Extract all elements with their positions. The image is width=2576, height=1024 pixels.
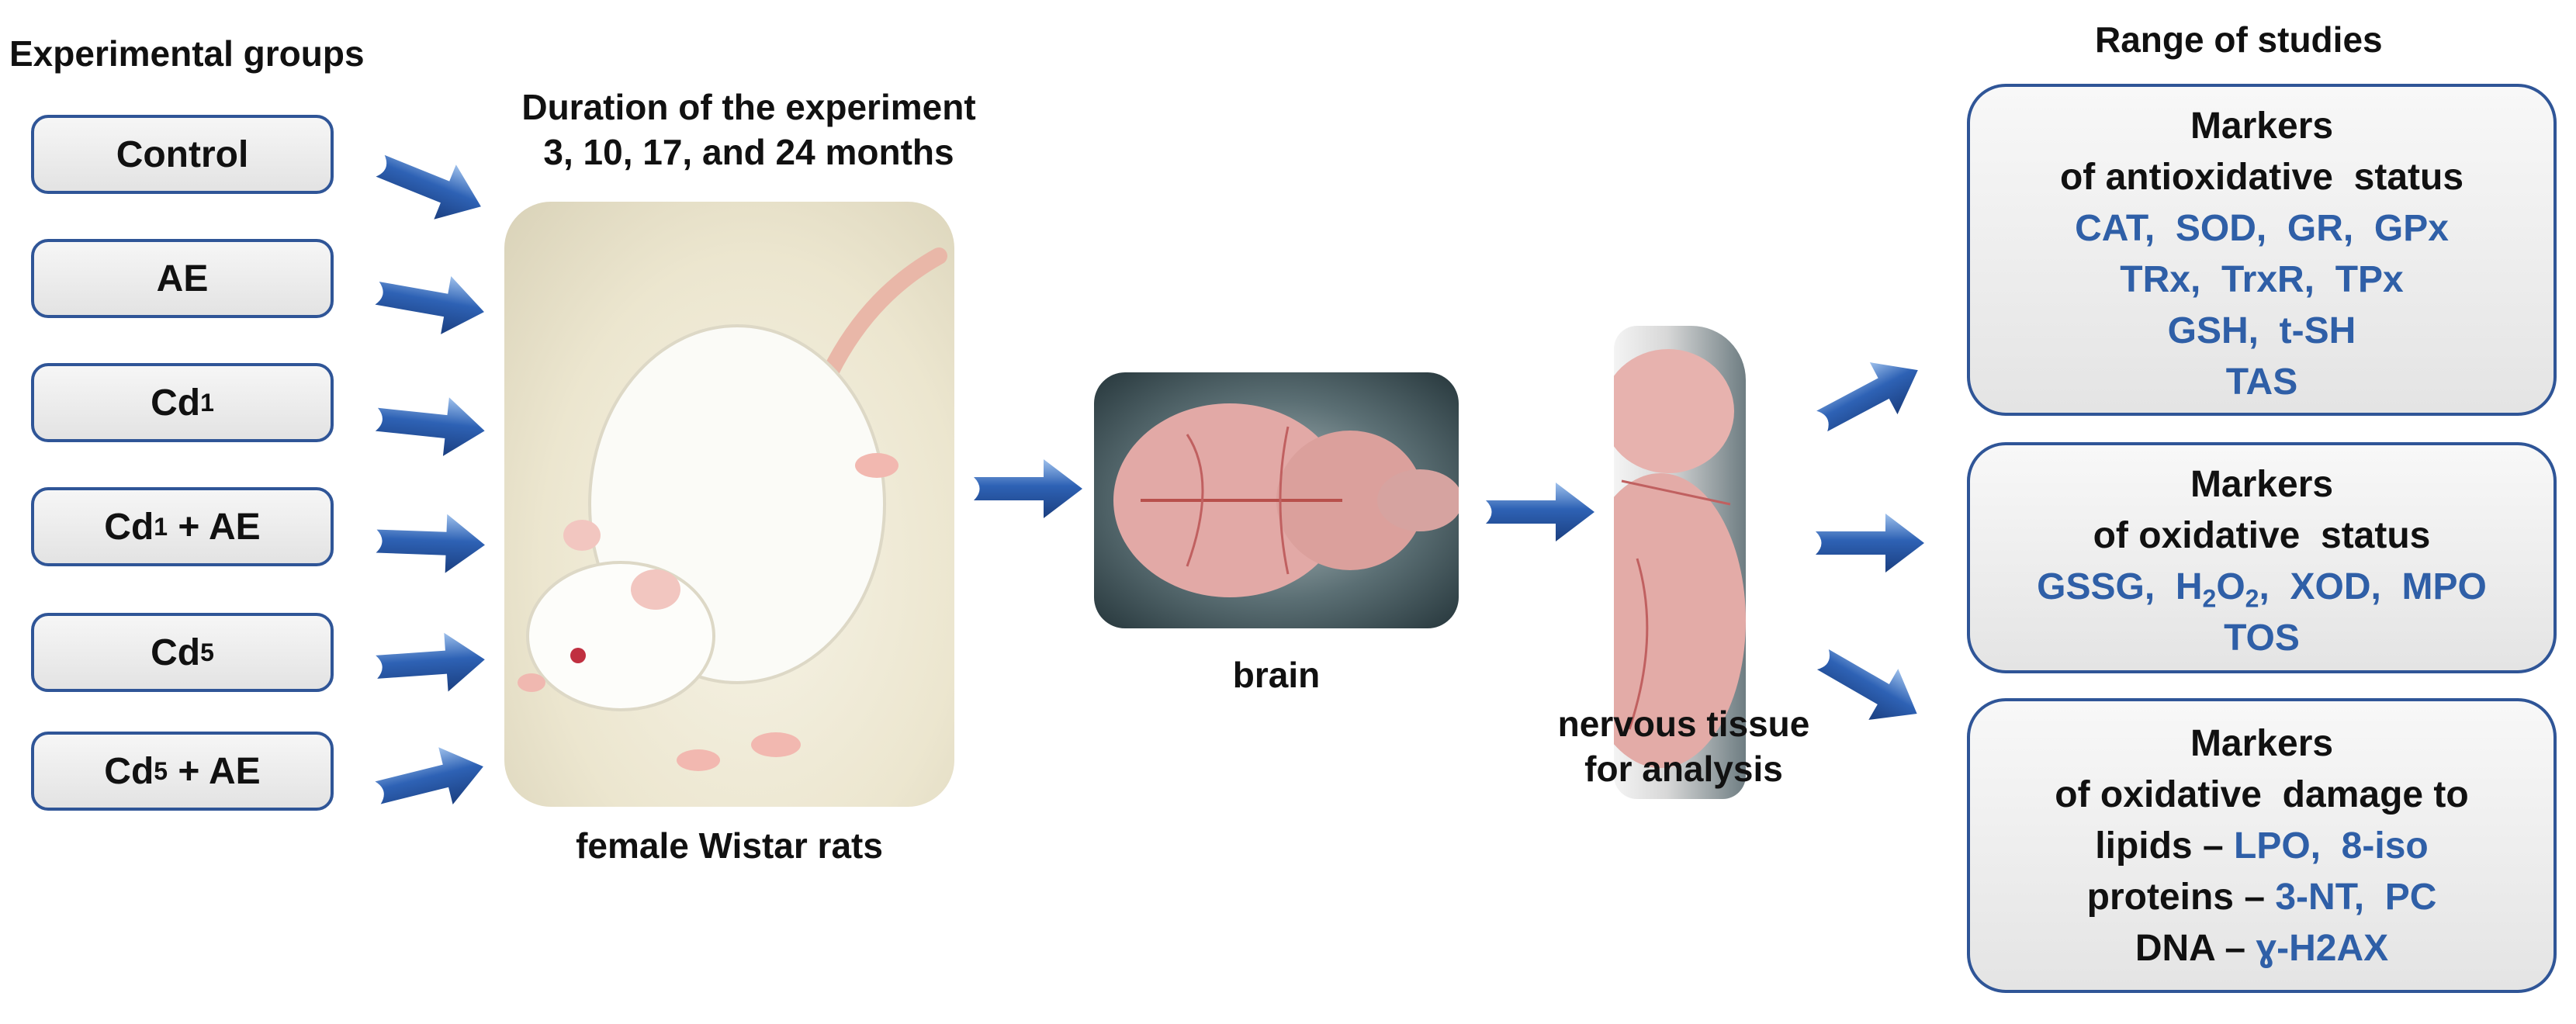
arrow-icon: [375, 397, 485, 456]
marker-text: , XOD, MPO: [2259, 566, 2487, 607]
group-label: Cd: [151, 382, 201, 424]
group-suffix: + AE: [168, 750, 261, 792]
marker-text: GSSG, H: [2037, 566, 2203, 607]
arrow-icon: [376, 632, 485, 692]
proteins-markers: 3-NT, PC: [2275, 877, 2437, 918]
group-label: Cd: [151, 631, 201, 673]
dna-line: DNA – ɣ-H2AX: [1970, 923, 2553, 974]
rat-photo: [504, 202, 954, 807]
duration-line-1: Duration of the experiment: [521, 87, 976, 127]
antioxidative-status-box: Markers of antioxidative status CAT, SOD…: [1967, 84, 2557, 416]
arrow-icon: [376, 514, 485, 573]
dna-markers: ɣ-H2AX: [2256, 928, 2389, 969]
marker-line: TAS: [2225, 362, 2298, 403]
marker-line: TOS: [2224, 618, 2300, 659]
rat-label: female Wistar rats: [576, 825, 883, 866]
experimental-groups-heading: Experimental groups: [9, 33, 365, 74]
marker-line: GSSG, H2O2, XOD, MPO: [1970, 562, 2553, 613]
arrow-icon: [1816, 362, 1918, 432]
arrow-icon: [974, 459, 1082, 518]
brain-photo: [1094, 372, 1459, 628]
tissue-label: nervous tissue for analysis: [1490, 702, 1878, 791]
range-of-studies-heading: Range of studies: [2095, 19, 2383, 60]
box-title-line-2: of oxidative status: [2093, 515, 2431, 556]
group-subscript: 1: [200, 388, 214, 417]
lipids-line: lipids – LPO, 8-iso: [1970, 821, 2553, 872]
brain-label: brain: [1232, 655, 1321, 695]
nervous-tissue-photo: [1614, 326, 1746, 799]
arrow-icon: [375, 747, 483, 805]
rat-illustration: [518, 247, 947, 771]
tissue-illustration: [1614, 349, 1746, 768]
dna-label: DNA –: [2135, 928, 2256, 969]
group-label: Cd: [104, 750, 154, 792]
lipids-label: lipids –: [2095, 825, 2234, 867]
oxidative-damage-box: Markers of oxidative damage to lipids – …: [1967, 698, 2557, 993]
group-label: AE: [156, 258, 209, 299]
group-control: Control: [31, 115, 334, 194]
arrow-icon: [1816, 649, 1917, 720]
duration-line-2: 3, 10, 17, and 24 months: [543, 131, 954, 172]
box-title-line-1: Markers: [2190, 723, 2334, 764]
arrow-icon: [1486, 483, 1594, 541]
group-label: Control: [116, 133, 249, 175]
box-title-line-1: Markers: [2190, 464, 2334, 505]
marker-text: O: [2216, 566, 2245, 607]
group-subscript: 5: [154, 756, 168, 785]
tissue-label-line-1: nervous tissue: [1557, 704, 1810, 744]
box-title-line-2: of oxidative damage to: [2055, 774, 2469, 815]
proteins-line: proteins – 3-NT, PC: [1970, 872, 2553, 923]
marker-line: CAT, SOD, GR, GPx: [2075, 208, 2449, 249]
oxidative-status-box: Markers of oxidative status GSSG, H2O2, …: [1967, 442, 2557, 673]
group-label: Cd: [104, 506, 154, 548]
arrow-icon: [376, 154, 481, 220]
marker-subscript: 2: [2202, 584, 2217, 613]
group-suffix: + AE: [168, 506, 261, 548]
marker-subscript: 2: [2245, 584, 2259, 613]
group-subscript: 1: [154, 512, 168, 541]
group-ae: AE: [31, 239, 334, 318]
box-title-line-1: Markers: [2190, 106, 2334, 147]
arrow-icon: [1816, 514, 1924, 573]
marker-line: GSH, t-SH: [2167, 310, 2356, 351]
box-title-line-2: of antioxidative status: [2059, 157, 2464, 198]
tissue-label-line-2: for analysis: [1584, 748, 1783, 789]
group-subscript: 5: [200, 638, 214, 666]
duration-heading: Duration of the experiment 3, 10, 17, an…: [466, 85, 1032, 175]
marker-line: TRx, TrxR, TPx: [2120, 259, 2404, 300]
arrow-icon: [375, 276, 484, 334]
proteins-label: proteins –: [2086, 877, 2276, 918]
lipids-markers: LPO, 8-iso: [2234, 825, 2429, 867]
brain-illustration: [1113, 403, 1459, 597]
